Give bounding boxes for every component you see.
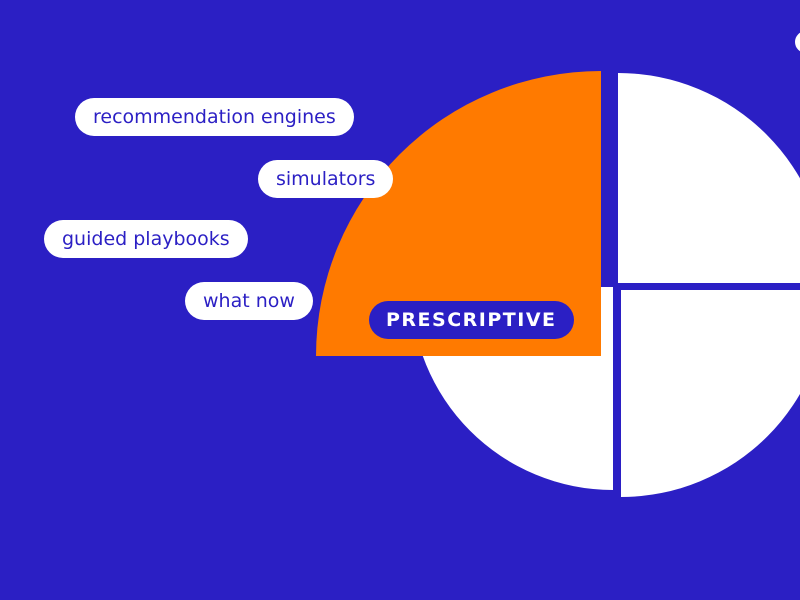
segment-prescriptive bbox=[316, 71, 601, 356]
label-guided-playbooks: guided playbooks bbox=[44, 220, 248, 258]
segment-bottom-right bbox=[621, 290, 800, 497]
label-recommendation-engines: recommendation engines bbox=[75, 98, 354, 136]
prescriptive-badge: PRESCRIPTIVE bbox=[369, 301, 574, 339]
corner-decoration bbox=[795, 32, 800, 52]
segment-top-right bbox=[618, 73, 800, 283]
label-simulators: simulators bbox=[258, 160, 394, 198]
label-what-now: what now bbox=[185, 282, 313, 320]
